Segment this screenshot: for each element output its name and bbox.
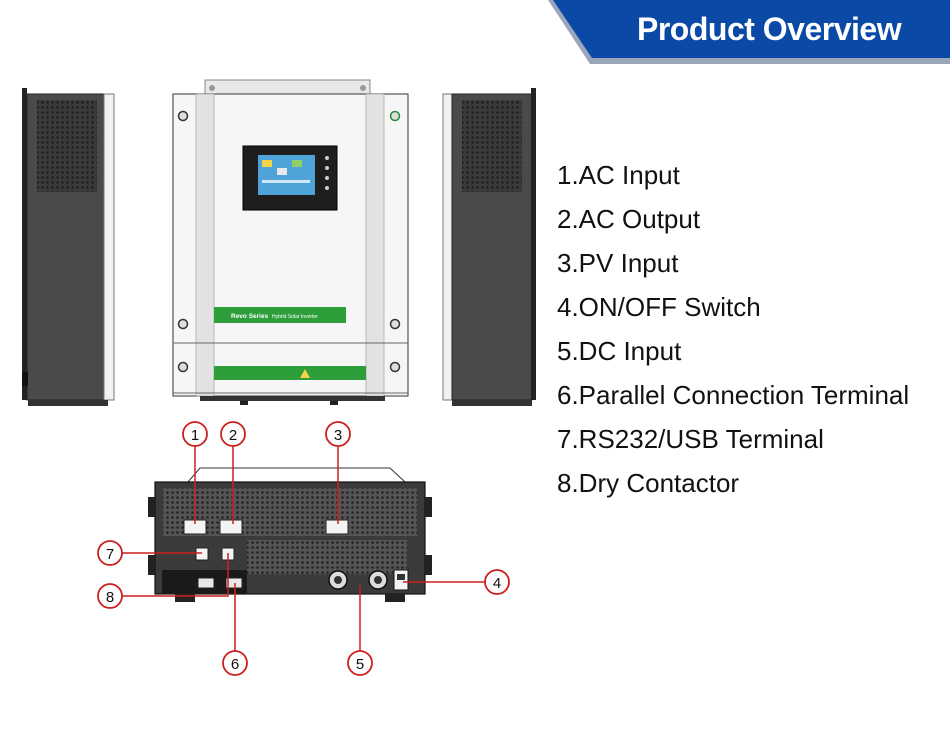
- side-view-right: [442, 88, 536, 406]
- feature-item: 1.AC Input: [557, 160, 680, 190]
- feature-list: 1.AC Input 2.AC Output 3.PV Input 4.ON/O…: [557, 153, 909, 505]
- feature-item: 6.Parallel Connection Terminal: [557, 380, 910, 410]
- feature-item: 7.RS232/USB Terminal: [557, 424, 824, 454]
- callout-marker: [97, 583, 123, 609]
- screw-icon: [177, 318, 189, 330]
- feature-item: 2.AC Output: [557, 204, 701, 234]
- ac-output-terminal: [219, 519, 243, 535]
- parallel-port: [225, 577, 243, 589]
- callout-lines: [122, 446, 485, 651]
- callout-label: 6: [231, 656, 239, 673]
- screw-icon: [177, 110, 189, 122]
- bottom-view: [148, 467, 432, 602]
- page-title: Product Overview: [637, 11, 902, 47]
- callout-marker: [182, 421, 208, 447]
- callout-label: 1: [191, 427, 199, 444]
- feature-item: 3.PV Input: [557, 248, 679, 278]
- brand-strip: [214, 307, 346, 323]
- feature-item: 8.Dry Contactor: [557, 468, 740, 498]
- rs232-usb-port: [195, 547, 209, 561]
- mounting-bracket: [204, 79, 371, 95]
- callout-marker: [325, 421, 351, 447]
- bottom-strip: [214, 366, 366, 380]
- callout-label: 5: [356, 656, 364, 673]
- callout-markers: 1 2 3 4 5 6 7 8: [97, 421, 510, 676]
- callout-marker: [484, 569, 510, 595]
- brand-sublabel: Hybrid Solar Inverter: [272, 314, 318, 320]
- screw-icon: [177, 361, 189, 373]
- callout-marker: [220, 421, 246, 447]
- feature-item: 4.ON/OFF Switch: [557, 292, 761, 322]
- screw-icon: [389, 318, 401, 330]
- screw-icon: [389, 110, 401, 122]
- callout-label: 2: [229, 427, 237, 444]
- vent-grille: [37, 100, 97, 192]
- feature-item: 5.DC Input: [557, 336, 682, 366]
- pv-input-terminal: [325, 519, 349, 535]
- callout-marker: [347, 650, 373, 676]
- screw-icon: [389, 361, 401, 373]
- callout-label: 8: [106, 589, 114, 606]
- callout-label: 3: [334, 427, 342, 444]
- banner-background: [553, 0, 950, 58]
- callout-label: 4: [493, 575, 501, 592]
- front-view: Revo Series Hybrid Solar Inverter: [172, 79, 409, 405]
- brand-label: Revo Series: [231, 313, 269, 320]
- callout-marker: [222, 650, 248, 676]
- vent-grille: [462, 100, 522, 192]
- callout-label: 7: [106, 546, 114, 563]
- callout-marker: [97, 540, 123, 566]
- header-banner: [548, 0, 950, 64]
- side-view-left: [22, 88, 115, 406]
